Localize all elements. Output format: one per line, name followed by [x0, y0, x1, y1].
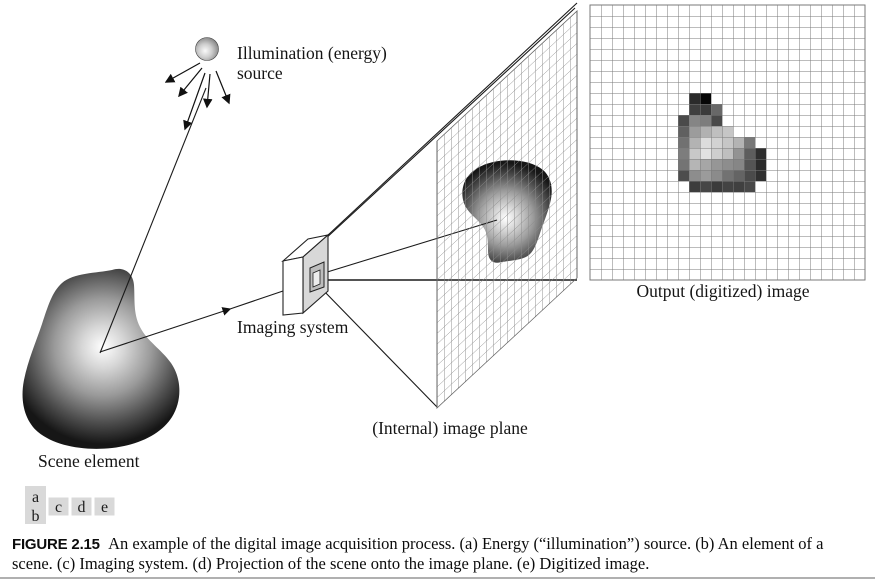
output-image-grid	[589, 4, 866, 281]
reflected-ray-arrow	[99, 307, 232, 353]
bottom-rule	[0, 577, 875, 579]
energy-arrow	[164, 62, 201, 83]
reflected-ray	[229, 290, 284, 310]
scene-element-label: Scene element	[38, 451, 140, 471]
panel-letter-c: c	[55, 499, 62, 516]
letter-box-e	[94, 497, 115, 516]
projection-cone-upper-2	[322, 7, 576, 242]
energy-arrow	[183, 72, 206, 131]
box-front-face	[282, 256, 304, 316]
figure-caption-text: An example of the digital image acquisit…	[12, 534, 824, 573]
letter-box-c	[48, 497, 69, 516]
letter-box-ab	[25, 486, 46, 524]
illumination-source-sphere	[195, 37, 219, 61]
scene-element-blob	[22, 268, 180, 449]
panel-letter-e: e	[101, 499, 108, 516]
figure-number-label: FIGURE 2.15	[12, 536, 100, 553]
image-plane-label: (Internal) image plane	[372, 418, 528, 438]
output-image-label: Output (digitized) image	[636, 281, 809, 301]
illumination-label-line2: source	[237, 63, 283, 83]
letter-box-d	[71, 497, 92, 516]
projection-rays	[99, 2, 578, 408]
illumination-arrows	[164, 62, 231, 131]
panel-letter-a: a	[32, 489, 39, 506]
panel-letters: a b c d e	[25, 486, 115, 525]
sensor-inner-square	[312, 269, 321, 288]
energy-arrow	[178, 67, 203, 98]
figure-caption: FIGURE 2.15 An example of the digital im…	[12, 534, 868, 573]
energy-arrow	[202, 73, 213, 109]
illumination-label-line1: Illumination (energy)	[237, 43, 387, 63]
projection-cone-upper-1	[326, 2, 578, 237]
energy-arrow	[215, 70, 231, 105]
illumination-ray	[99, 87, 207, 354]
panel-letter-d: d	[78, 499, 86, 516]
panel-letter-b: b	[32, 508, 40, 525]
imaging-system-box	[281, 233, 330, 316]
imaging-system-label: Imaging system	[237, 317, 349, 337]
ray-to-plane-bottom	[320, 287, 438, 408]
image-plane-grid	[436, 10, 578, 409]
